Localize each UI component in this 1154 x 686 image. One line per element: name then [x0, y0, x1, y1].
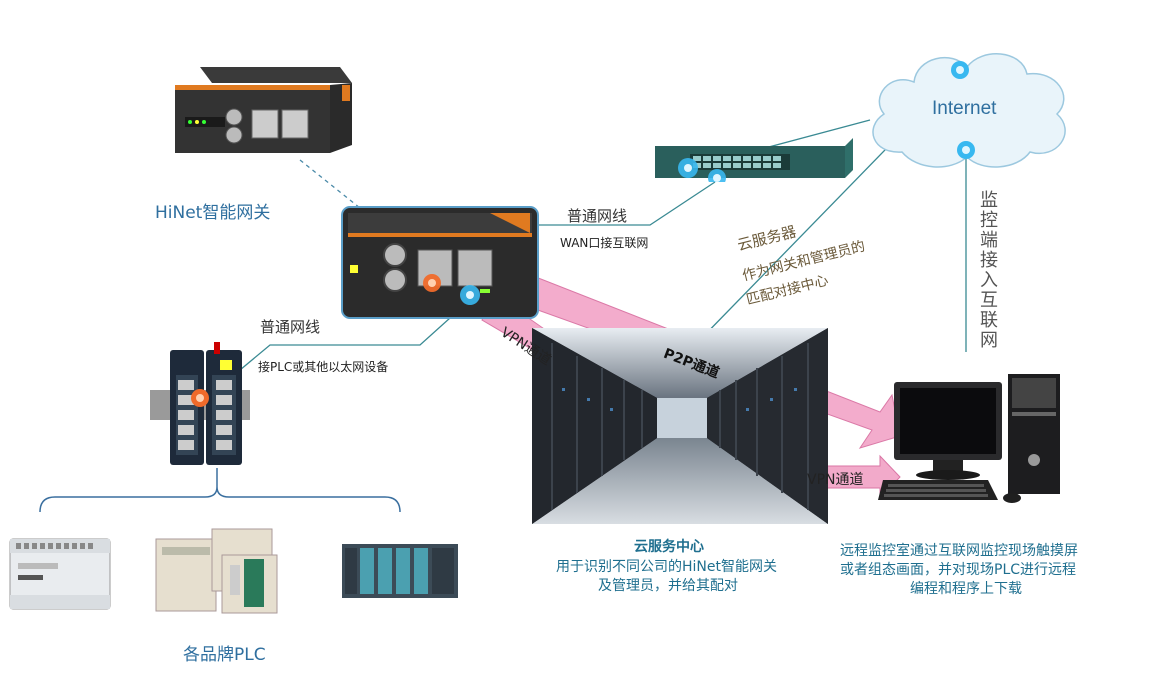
- vpn-label-right: VPN通道: [807, 472, 864, 488]
- server-room-icon: [532, 328, 828, 524]
- desktop-computer-icon: [878, 360, 1078, 520]
- wan-cable-line: [530, 181, 716, 226]
- cloud-center-desc-1: 用于识别不同公司的HiNet智能网关: [556, 559, 777, 575]
- gateway-closeup-icon: [340, 205, 540, 320]
- plc-siemens-icon: [340, 540, 460, 600]
- gateway-device-icon: [170, 55, 360, 165]
- cloud-center-title: 云服务中心: [634, 539, 704, 555]
- gateway-dashed-link: [299, 159, 366, 213]
- industrial-switch-icon: [150, 340, 250, 470]
- lan-line-label: 普通网线: [260, 318, 321, 336]
- remote-desc-1: 远程监控室通过互联网监控现场触摸屏: [840, 543, 1078, 559]
- plc-bracket: [39, 486, 401, 513]
- internet-label: Internet: [932, 98, 997, 119]
- plc-brands-label: 各品牌PLC: [183, 645, 266, 665]
- remote-desc-2: 或者组态画面，并对现场PLC进行远程: [840, 562, 1077, 578]
- cloud-center-desc-2: 及管理员，并给其配对: [598, 578, 738, 594]
- lan-note-label: 接PLC或其他以太网设备: [258, 360, 389, 374]
- plc-mitsubishi-icon: [8, 535, 113, 613]
- cloud-icon: [862, 42, 1077, 182]
- network-switch-icon: [655, 138, 853, 182]
- plc-schneider-icon: [152, 525, 282, 615]
- wan-note-label: WAN口接互联网: [560, 236, 649, 250]
- remote-desc-3: 编程和程序上下载: [910, 581, 1022, 597]
- wan-line-label: 普通网线: [567, 207, 628, 225]
- gateway-title: HiNet智能网关: [155, 203, 271, 223]
- monitor-internet-label: 监控端接入互联网: [977, 190, 998, 350]
